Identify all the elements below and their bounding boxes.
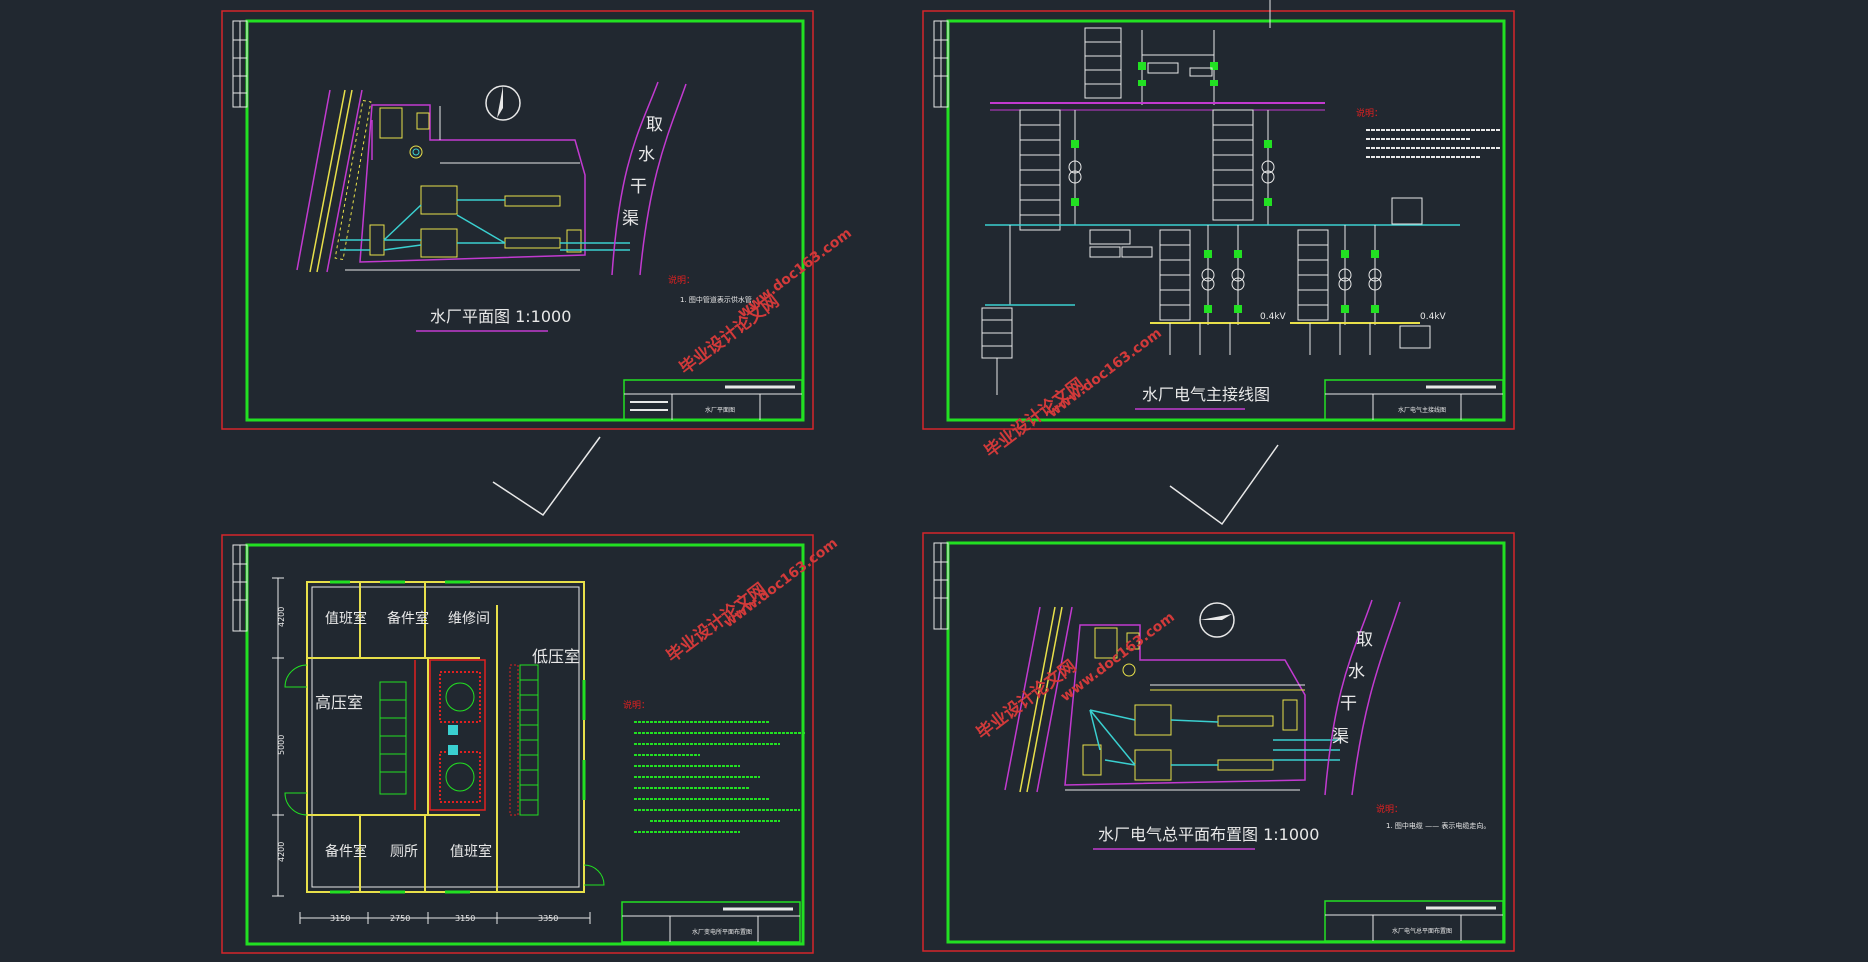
canal-char: 干: [630, 177, 647, 197]
building: [1134, 704, 1172, 736]
room-label: 备件室: [387, 610, 429, 627]
room-label: 低压室: [532, 647, 580, 666]
transformer-icon: [445, 682, 475, 712]
sheet-substation-layout[interactable]: 值班室 备件室 维修间 低压室 高压室 备件室 厕所 值班室 3150 2750…: [221, 534, 814, 954]
title-block-name: 水厂电气总平面布置图: [1392, 927, 1452, 935]
sheet-outer-frame: [922, 532, 1515, 952]
notes-label: 说明：: [668, 274, 695, 286]
dimension-label: 4200: [277, 842, 286, 862]
sheet-plant-plan[interactable]: 取 水 干 渠 水厂平面图 1:1000 说明： 1. 图中管道表示供水管。 水…: [221, 10, 814, 430]
watermark-url: www.doc163.com: [735, 225, 855, 321]
bus-voltage-label: 0.4kV: [1420, 312, 1447, 322]
sheet-electrical-layout[interactable]: 取 水 干 渠 水厂电气总平面布置图 1:1000 说明： 1. 图中电缆 ——…: [922, 532, 1515, 952]
title-block: [1324, 379, 1504, 421]
dimension-label: 3350: [538, 914, 558, 923]
sheet-outer-frame: [221, 534, 814, 954]
title-block: [621, 901, 801, 943]
bus-voltage-label: 0.4kV: [1260, 312, 1287, 322]
dimension-label: 3150: [330, 914, 350, 923]
check-mark-icon: [1169, 444, 1279, 526]
title-block-name: 水厂电气主接线图: [1398, 406, 1446, 414]
watermark-url: www.doc163.com: [721, 535, 841, 631]
sheet-title: 水厂平面图 1:1000: [430, 307, 571, 326]
canal-char: 干: [1340, 694, 1357, 714]
title-block-name: 水厂变电所平面布置图: [692, 928, 752, 936]
building: [1134, 749, 1172, 781]
canal-char: 渠: [622, 209, 639, 229]
building: [420, 228, 458, 258]
room-label: 高压室: [315, 693, 363, 712]
sheet-inner-frame: [946, 19, 1506, 422]
title-block: [623, 379, 803, 421]
notes-label: 说明：: [1356, 107, 1383, 119]
canal-char: 水: [1348, 662, 1365, 682]
dimension-label: 2750: [390, 914, 410, 923]
check-mark-icon: [492, 436, 601, 517]
sheet-main-wiring[interactable]: 0.4kV 0.4kV 说明： 水厂电气主接线图 水厂电气主接线图: [922, 0, 1515, 430]
sheet-inner-frame: [946, 541, 1506, 944]
watermark-url: www.doc163.com: [1058, 609, 1178, 705]
canal-char: 取: [1356, 630, 1373, 650]
note-line: 1. 图中管道表示供水管。: [680, 295, 759, 304]
dimension-label: 3150: [455, 914, 475, 923]
canal-char: 渠: [1332, 727, 1349, 747]
sheet-inner-frame: [245, 543, 805, 946]
sheet-title: 水厂电气总平面布置图 1:1000: [1098, 825, 1319, 844]
sheet-inner-frame: [245, 19, 805, 422]
room-label: 值班室: [450, 843, 492, 860]
title-block-name: 水厂平面图: [705, 406, 735, 414]
room-label: 维修间: [448, 611, 490, 627]
dimension-label: 5000: [277, 735, 286, 755]
transformer-icon: [445, 762, 475, 792]
hv-switchgear: [379, 681, 407, 795]
sheet-outer-frame: [221, 10, 814, 430]
watermark-cn: 毕业设计论文网: [662, 579, 770, 667]
notes-label: 说明：: [623, 699, 650, 711]
title-block: [1324, 900, 1504, 942]
dimension-label: 4200: [277, 607, 286, 627]
notes-label: 说明：: [1376, 803, 1403, 815]
canal-char: 水: [638, 145, 655, 165]
note-line: 1. 图中电缆 —— 表示电缆走向。: [1386, 821, 1490, 830]
room-label: 值班室: [325, 610, 367, 627]
sheet-outer-frame: [922, 10, 1515, 430]
canal-char: 取: [646, 115, 663, 135]
room-label: 备件室: [325, 843, 367, 860]
room-label: 厕所: [390, 844, 418, 860]
watermark-url: www.doc163.com: [1045, 325, 1165, 421]
sheet-title: 水厂电气主接线图: [1142, 385, 1270, 404]
building: [420, 185, 458, 215]
